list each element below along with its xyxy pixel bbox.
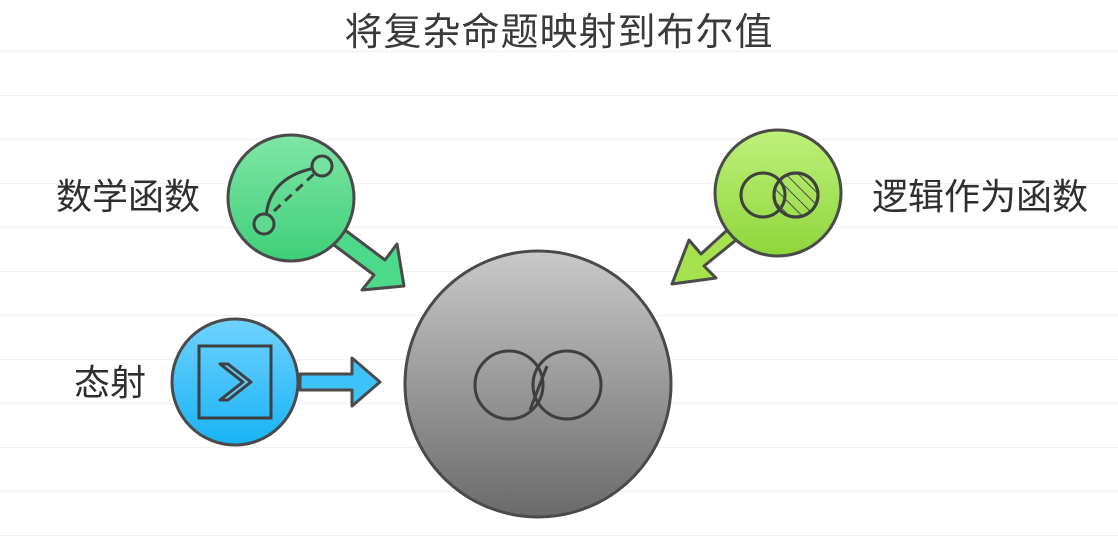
label-math-function: 数学函数 — [56, 177, 201, 218]
diagram-title: 将复杂命题映射到布尔值 — [344, 10, 774, 54]
dashed-curve-icon — [252, 154, 334, 236]
node-logic-function — [713, 128, 843, 258]
venn-diagram-icon — [473, 349, 603, 421]
arrow-morphism-to-center — [298, 356, 382, 408]
node-boolean-center — [403, 249, 673, 519]
node-math-function — [226, 133, 356, 263]
label-logic-function: 逻辑作为函数 — [872, 177, 1089, 218]
node-morphism — [170, 317, 300, 447]
hatched-venn-icon — [739, 171, 820, 219]
chevron-right-box-icon — [197, 344, 273, 420]
label-morphism: 态射 — [74, 363, 147, 404]
